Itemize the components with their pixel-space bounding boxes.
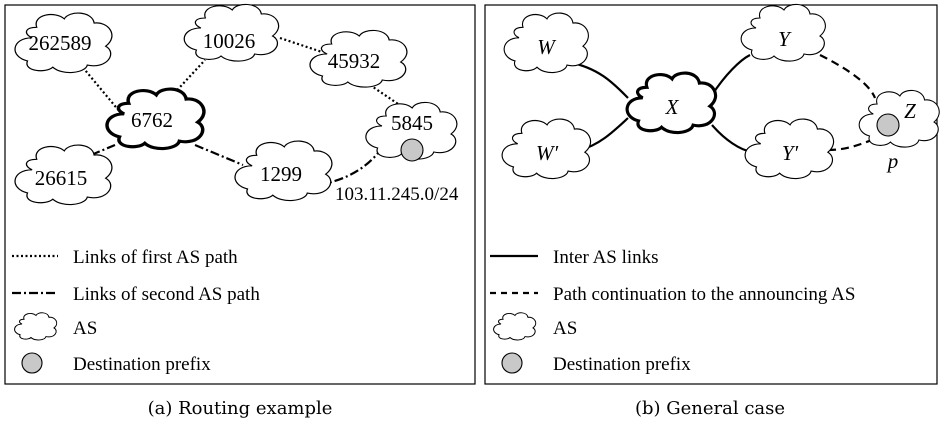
legend-as: AS [73,318,97,339]
as-label-W: W [537,35,557,59]
link-262589-6762 [79,63,121,113]
link-45932-5845 [369,84,411,113]
as-label-26615: 26615 [35,166,88,190]
legend-as-icon [14,312,58,341]
destination-prefix-b [876,113,900,137]
legend-b: Inter AS links Path continuation to the … [490,247,855,375]
caption-a: (a) Routing example [148,398,333,419]
link-X-Yp [711,124,753,154]
caption-b: (b) General case [635,398,785,419]
legend-prefix-icon-b [501,352,523,374]
as-label-1299: 1299 [260,162,302,186]
prefix-label-b: p [886,149,899,173]
legend-destination-b: Destination prefix [553,354,691,375]
panel-b-frame [484,4,938,385]
as-cloud-Z [858,89,940,148]
as-label-Wp: W′ [536,141,558,165]
legend-inter-as: Inter AS links [553,247,659,268]
legend-second-path: Links of second AS path [73,284,260,305]
link-Y-Z [819,54,877,99]
as-label-10026: 10026 [203,29,256,53]
legend-as-icon-b [493,312,537,341]
link-W-X [567,60,629,99]
as-label-5845: 5845 [391,111,433,135]
continuation-links [819,54,879,152]
prefix-label-a: 103.11.245.0/24 [335,184,459,205]
legend-prefix-icon [21,352,43,374]
as-label-Y: Y [778,27,792,51]
as-label-6762: 6762 [131,108,173,132]
legend-a: Links of first AS path Links of second A… [12,247,260,375]
legend-first-path: Links of first AS path [73,247,238,268]
as-label-262589: 262589 [29,31,92,55]
as-label-Yp: Y′ [782,141,799,165]
as-label-X: X [665,95,680,119]
destination-prefix-a [400,138,424,162]
as-label-Z: Z [904,99,916,123]
link-X-Y [711,54,751,96]
link-10026-45932 [279,36,323,54]
legend-destination: Destination prefix [73,354,211,375]
legend-as-b: AS [553,318,577,339]
as-label-45932: 45932 [328,49,381,73]
link-Yp-Z [827,136,879,152]
legend-continuation: Path continuation to the announcing AS [553,284,855,305]
link-6762-1299 [194,143,244,167]
